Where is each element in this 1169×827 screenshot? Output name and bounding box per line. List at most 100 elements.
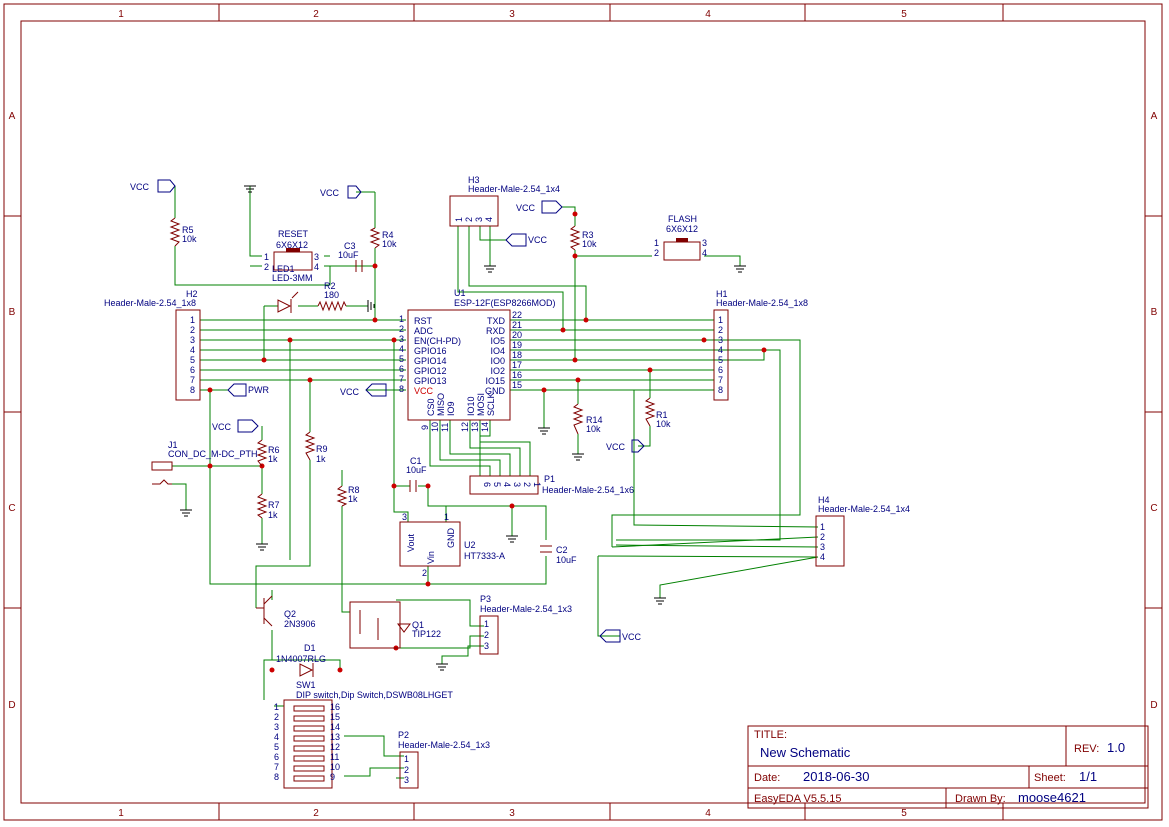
- resistor-r8[interactable]: R8 1k: [336, 485, 360, 507]
- sw1-pin: 2: [274, 712, 279, 722]
- resistor-r4[interactable]: R4 10k: [369, 227, 397, 249]
- capacitor-c3[interactable]: C3 10uF: [338, 241, 364, 272]
- frame-labels: 1 2 3 4 5 1 2 3 4 5 A B C D A B C D: [8, 9, 1157, 819]
- r3-ref: R3: [582, 230, 594, 240]
- h1-pin: 3: [718, 335, 723, 345]
- h4-pin: 4: [820, 552, 825, 562]
- wires: [172, 186, 819, 779]
- u2-pin: 3: [402, 512, 407, 522]
- r9-value: 1k: [316, 454, 326, 464]
- u1-pin-num: 1: [399, 314, 404, 324]
- sw1-pin: 1: [274, 702, 279, 712]
- header-p2[interactable]: P2 Header-Male-2.54_1x3 1 2 3: [398, 730, 490, 789]
- regulator-u2[interactable]: U2 HT7333-A Vout GND Vin 3 1 2: [399, 512, 505, 578]
- sw1-pin: 8: [274, 772, 279, 782]
- p1-pin: 3: [512, 482, 522, 487]
- u1-pin-num: 3: [399, 334, 404, 344]
- vcc-label: VCC: [516, 203, 536, 213]
- esp12f-module[interactable]: U1 ESP-12F(ESP8266MOD) RST ADC EN(CH-PD)…: [399, 288, 556, 432]
- header-h4[interactable]: H4 Header-Male-2.54_1x4 1 2 3 4: [815, 495, 910, 567]
- sw1-pin: 12: [330, 742, 340, 752]
- u1-pin-num: 2: [399, 324, 404, 334]
- h1-pin: 4: [718, 345, 723, 355]
- h3-pin: 1: [454, 217, 464, 222]
- h2-pin: 1: [190, 315, 195, 325]
- header-h1[interactable]: H1 Header-Male-2.54_1x8 1 2 3 4 5 6 7 8: [713, 289, 808, 401]
- vcc-label: VCC: [340, 387, 360, 397]
- h3-value: Header-Male-2.54_1x4: [468, 184, 560, 194]
- u1-pin-label: RST: [414, 316, 433, 326]
- u1-pin-label: VCC: [414, 386, 434, 396]
- row-label: C: [8, 503, 15, 514]
- col-label: 5: [901, 808, 907, 819]
- sw1-pin: 3: [274, 722, 279, 732]
- resistor-r3[interactable]: R3 10k: [569, 225, 597, 251]
- capacitor-c2[interactable]: C2 10uF: [540, 545, 577, 565]
- u1-pin-num: 20: [512, 330, 522, 340]
- p1-pin: 6: [482, 482, 492, 487]
- u1-pin-label: MISO: [436, 393, 446, 416]
- header-p1[interactable]: P1 Header-Male-2.54_1x6 6 5 4 3 2 1: [469, 474, 634, 495]
- u1-pin-num: 13: [470, 422, 480, 432]
- reset-pin: 2: [264, 262, 269, 272]
- vcc-net-label: VCC: [599, 629, 642, 643]
- h1-pin: 8: [718, 385, 723, 395]
- u1-pin-label: IO15: [485, 376, 505, 386]
- row-label: B: [9, 307, 16, 318]
- c3-value: 10uF: [338, 250, 359, 260]
- resistor-r5[interactable]: R5 10k: [169, 217, 197, 247]
- resistor-r14[interactable]: R14 10k: [572, 403, 603, 435]
- diode-d1[interactable]: D1 1N4007RLG: [276, 643, 326, 677]
- col-label: 5: [901, 9, 907, 20]
- flash-switch[interactable]: FLASH 6X6X12 1 2 3 4: [654, 214, 707, 261]
- p2-value: Header-Male-2.54_1x3: [398, 740, 490, 750]
- h1-ref: H1: [716, 289, 728, 299]
- led1-ref: LED1: [272, 264, 295, 274]
- p1-pin: 1: [532, 482, 542, 487]
- resistor-r2[interactable]: R2 180: [317, 281, 347, 312]
- vcc-net-label: VCC: [340, 383, 387, 397]
- flash-value: 6X6X12: [666, 224, 698, 234]
- p2-pin: 2: [404, 765, 409, 775]
- h2-pin: 3: [190, 335, 195, 345]
- reset-pin: 1: [264, 252, 269, 262]
- h1-pin: 7: [718, 375, 723, 385]
- resistor-r9[interactable]: R9 1k: [304, 431, 328, 464]
- vcc-net-label: VCC: [516, 200, 563, 214]
- resistor-r1[interactable]: R1 10k: [644, 397, 671, 429]
- sw1-pin: 4: [274, 732, 279, 742]
- header-h3[interactable]: H3 Header-Male-2.54_1x4 1 2 3 4: [449, 175, 560, 227]
- resistor-r6[interactable]: R6 1k: [256, 439, 280, 467]
- u1-pin-num: 16: [512, 370, 522, 380]
- flash-pin: 4: [702, 248, 707, 258]
- led1[interactable]: LED1 LED-3MM: [272, 264, 313, 313]
- reset-switch[interactable]: RESET 6X6X12 1 2 3 4: [264, 229, 319, 272]
- transistor-q2[interactable]: Q2 2N3906: [256, 595, 316, 629]
- c1-value: 10uF: [406, 465, 427, 475]
- u2-gnd: GND: [446, 528, 456, 549]
- header-p3[interactable]: P3 Header-Male-2.54_1x3 1 2 3: [479, 594, 572, 655]
- row-label: A: [1151, 111, 1158, 122]
- dip-switch-sw1[interactable]: SW1 DIP switch,Dip Switch,DSWB08LHGET 1 …: [274, 680, 453, 789]
- h3-ref: H3: [468, 175, 480, 185]
- led1-value: LED-3MM: [272, 273, 313, 283]
- h3-pin: 4: [484, 217, 494, 222]
- header-h2[interactable]: H2 Header-Male-2.54_1x8 1 2 3 4 5 6 7 8: [104, 289, 201, 401]
- u1-pin-num: 11: [440, 423, 450, 432]
- q2-value: 2N3906: [284, 619, 316, 629]
- q1-value: TIP122: [412, 629, 441, 639]
- capacitor-c1[interactable]: C1 10uF: [406, 456, 427, 492]
- u2-vout: Vout: [406, 533, 416, 552]
- dc-jack-j1[interactable]: J1 CON_DC_M-DC_PTH: [151, 440, 258, 485]
- j1-ref: J1: [168, 440, 178, 450]
- h2-ref: H2: [186, 289, 198, 299]
- transistor-q1[interactable]: Q1 TIP122: [349, 601, 441, 649]
- row-label: C: [1150, 503, 1157, 514]
- u1-pin-label: RXD: [486, 326, 506, 336]
- reset-pin: 3: [314, 252, 319, 262]
- u1-pin-label: ADC: [414, 326, 434, 336]
- resistor-r7[interactable]: R7 1k: [256, 493, 280, 520]
- sw1-pin: 16: [330, 702, 340, 712]
- c2-value: 10uF: [556, 555, 577, 565]
- pwr-net-label: PWR: [227, 383, 269, 397]
